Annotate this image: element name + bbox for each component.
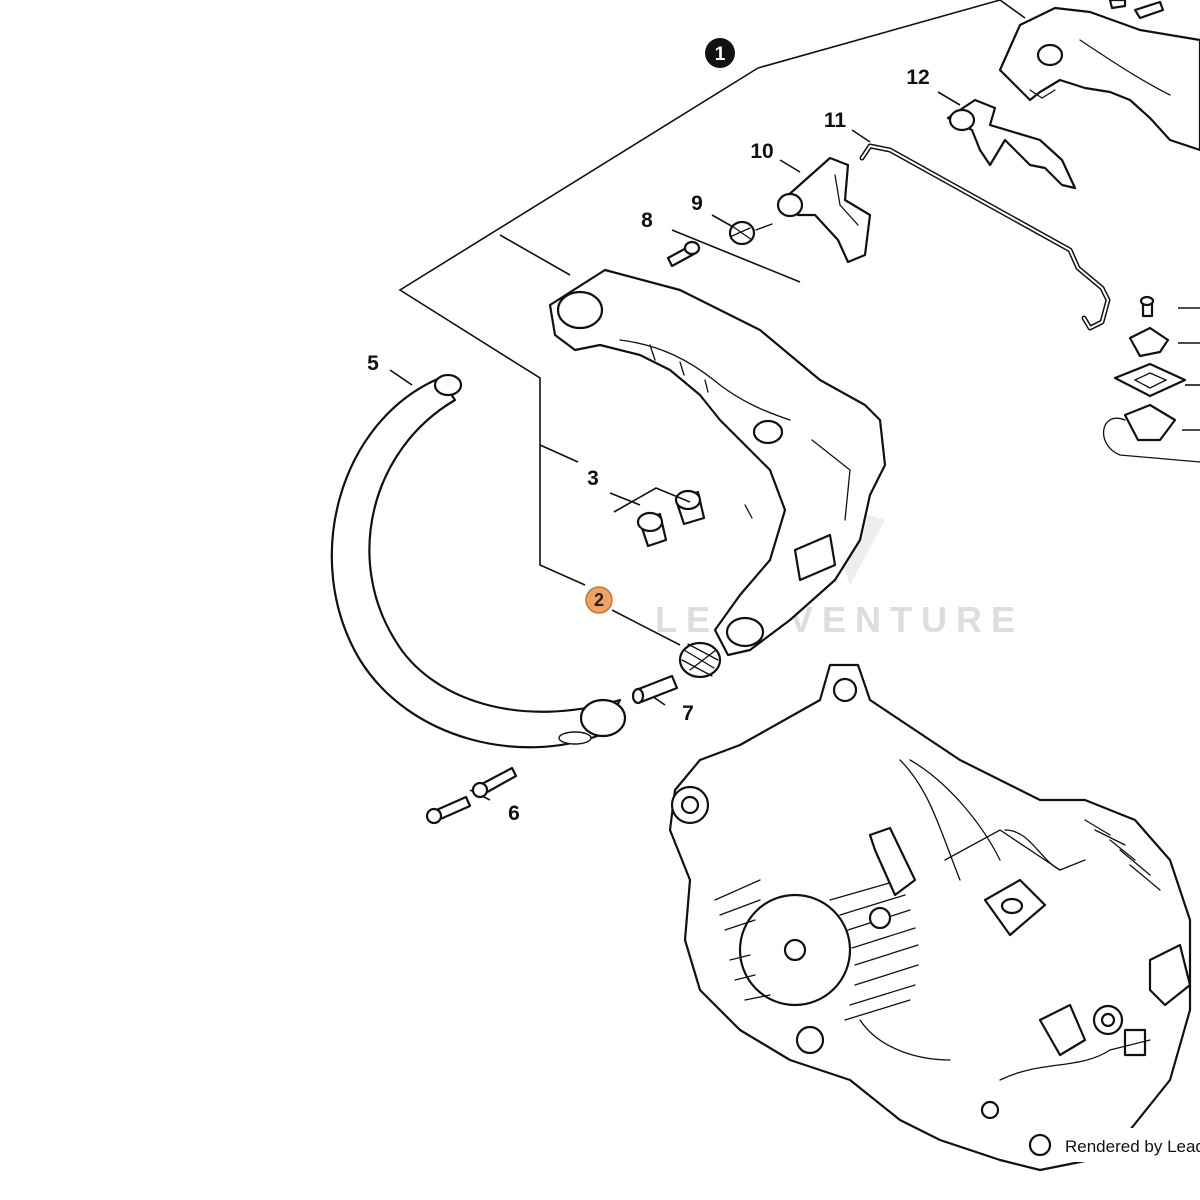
footer-bg [1058, 1128, 1200, 1162]
callout-6[interactable]: 6 [508, 802, 520, 825]
footer-credit: Rendered by LeadV [1065, 1137, 1200, 1156]
part-2-spring [678, 641, 722, 679]
callout-2-label: 2 [594, 590, 604, 610]
callout-7-label: 7 [682, 702, 694, 725]
callout-5[interactable]: 5 [367, 352, 379, 375]
top-handle-shell [998, 0, 1200, 152]
callout-9[interactable]: 9 [691, 192, 703, 215]
right-small-parts [1103, 295, 1200, 463]
part-5-tube [330, 373, 627, 749]
callout-11[interactable]: 11 [824, 109, 847, 132]
callout-12-label: 12 [906, 66, 929, 89]
callout-3-label: 3 [587, 467, 599, 490]
callout-2[interactable]: 2 [585, 586, 613, 614]
watermark-text: LEADVENTURE [655, 599, 1024, 640]
callout-9-label: 9 [691, 192, 703, 215]
callout-5-label: 5 [367, 352, 379, 375]
callout-8[interactable]: 8 [641, 209, 653, 232]
part-11-rod [859, 143, 1111, 331]
main-handle [548, 268, 887, 657]
engine-block [668, 663, 1192, 1172]
part-6-screws [425, 766, 518, 825]
callout-1-label: 1 [715, 44, 726, 65]
assembly-1-leaders [389, 0, 1200, 801]
part-10-trigger [776, 156, 872, 264]
part-7-pin [631, 674, 679, 705]
part-9-spring [728, 220, 773, 246]
callout-1[interactable]: 1 [705, 38, 735, 68]
callout-7[interactable]: 7 [682, 702, 694, 725]
part-12-lever [946, 98, 1077, 190]
callout-2-highlight [585, 586, 613, 614]
callout-8-label: 8 [641, 209, 653, 232]
callout-6-label: 6 [508, 802, 520, 825]
callout-10[interactable]: 10 [750, 140, 773, 163]
callout-11-label: 11 [824, 109, 847, 132]
part-8-screw [666, 240, 701, 268]
part-3-buffers [613, 487, 706, 548]
callout-3[interactable]: 3 [587, 467, 599, 490]
callout-10-label: 10 [750, 140, 773, 163]
callout-12[interactable]: 12 [906, 66, 929, 89]
